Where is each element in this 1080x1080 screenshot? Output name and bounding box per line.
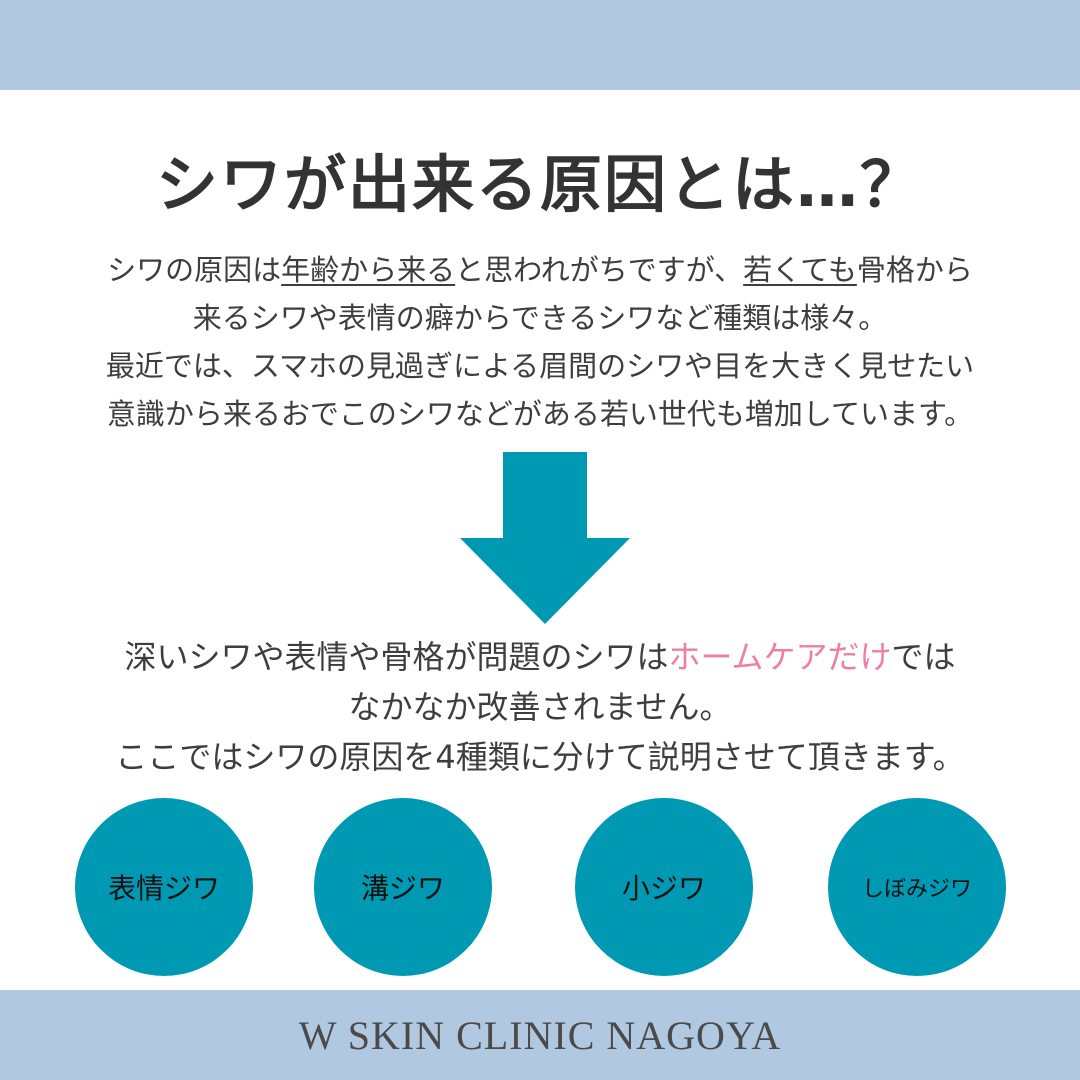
underlined-age: 年齢から来る — [281, 253, 456, 287]
summary-line-1: 深いシワや表情や骨格が問題のシワはホームケアだけでは — [10, 632, 1070, 682]
type-circle-groove: 溝ジワ — [314, 798, 492, 976]
intro-line-1-a: シワの原因は — [107, 253, 282, 287]
summary-line-1-c: では — [891, 638, 956, 676]
page-title: シワが出来る原因とは…？ — [155, 148, 924, 221]
top-band — [0, 0, 1080, 90]
clinic-name: W SKIN CLINIC NAGOYA — [298, 1012, 782, 1058]
type-circle-expression: 表情ジワ — [75, 798, 253, 976]
summary-line-1-a: 深いシワや表情や骨格が問題のシワは — [124, 638, 669, 676]
intro-line-3: 最近では、スマホの見過ぎによる眉間のシワや目を大きく見せたい — [105, 349, 975, 383]
home-care-highlight: ホームケアだけ — [668, 638, 892, 676]
down-arrow-icon — [460, 452, 630, 624]
type-circle-deflated: しぼみジワ — [828, 798, 1006, 976]
summary-line-2: なかなか改善されません。 — [348, 688, 732, 726]
intro-line-1-e: 骨格から — [856, 253, 973, 287]
type-circle-fine: 小ジワ — [575, 798, 753, 976]
summary-text: 深いシワや表情や骨格が問題のシワはホームケアだけでは なかなか改善されません。 … — [10, 632, 1070, 782]
summary-line-3: ここではシワの原因を4種類に分けて説明させて頂きます。 — [115, 738, 965, 776]
intro-text: シワの原因は年齢から来ると思われがちですが、若くても骨格から 来るシワや表情の癖… — [20, 246, 1060, 438]
footer-band: W SKIN CLINIC NAGOYA — [0, 990, 1080, 1080]
underlined-young: 若くても — [743, 253, 857, 287]
intro-line-2: 来るシワや表情の癖からできるシワなど種類は様々。 — [192, 301, 888, 335]
intro-line-1: シワの原因は年齢から来ると思われがちですが、若くても骨格から — [20, 246, 1060, 294]
intro-line-4: 意識から来るおでこのシワなどがある若い世代も増加しています。 — [106, 397, 974, 431]
intro-line-1-c: と思われがちですが、 — [455, 253, 744, 287]
